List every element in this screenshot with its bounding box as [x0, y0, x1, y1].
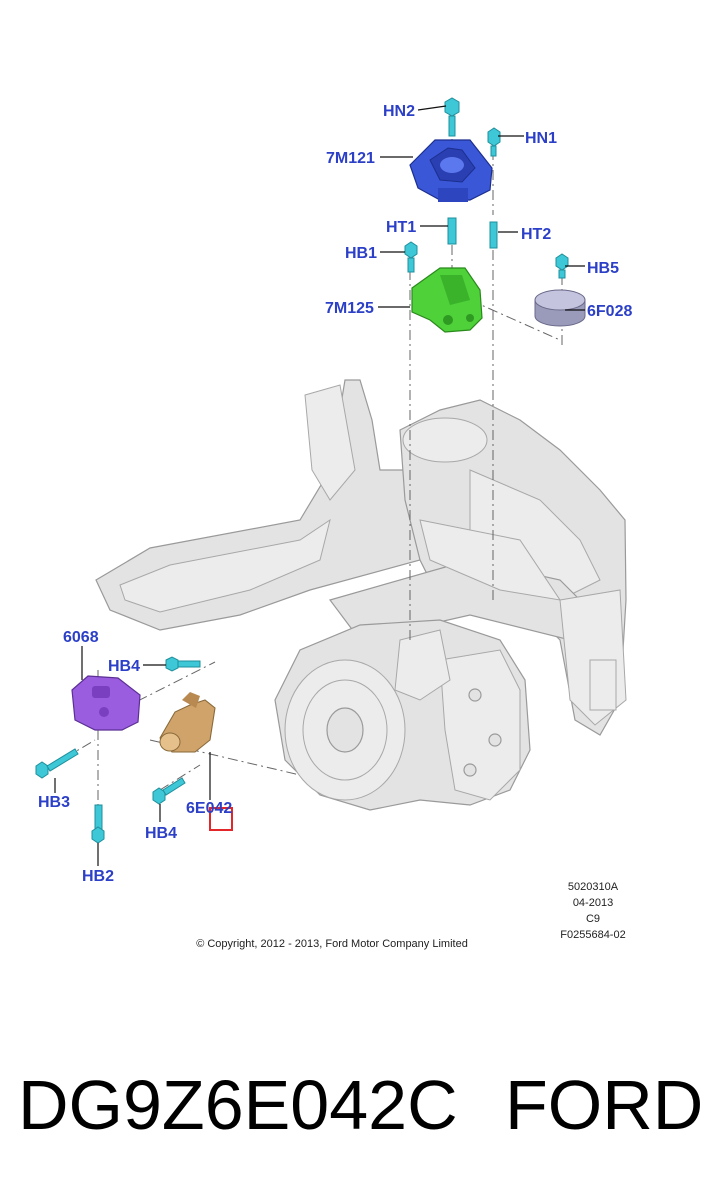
callout-hn2: HN2	[383, 103, 415, 120]
drawing-info-line1: 5020310A	[568, 881, 619, 893]
bolt-hb2-icon	[91, 804, 105, 844]
callout-7m121: 7M121	[326, 150, 375, 167]
callout-6068: 6068	[63, 629, 99, 646]
vehicle-body-structure	[95, 379, 627, 736]
bolt-ht1-icon	[447, 217, 457, 245]
callout-hb2: HB2	[82, 868, 114, 885]
callout-6f028: 6F028	[587, 303, 632, 320]
callout-6e042: 6E042	[186, 800, 232, 817]
bolt-hn1-icon	[487, 127, 501, 157]
lower-mount-6068	[71, 675, 141, 731]
transmission-assembly	[274, 619, 531, 811]
bolt-hb4-bottom-icon	[152, 777, 186, 805]
bolt-hb4-top-icon	[165, 656, 201, 672]
leader-lines	[54, 105, 585, 866]
cap-6f028	[534, 289, 586, 327]
bolt-hb3-icon	[35, 748, 79, 779]
callout-hn1: HN1	[525, 130, 557, 147]
highlight-box	[209, 807, 233, 831]
exploded-parts-diagram: HN2 HN1 7M121 HT1 HT2 HB1 HB5 7M125 6F02…	[35, 97, 632, 950]
bolt-hn2-icon	[444, 97, 460, 137]
bracket-6e042	[159, 692, 216, 753]
callout-hb4-top: HB4	[108, 658, 140, 675]
brand-name: FORD	[505, 1066, 704, 1144]
copyright-text: © Copyright, 2012 - 2013, Ford Motor Com…	[196, 938, 468, 950]
part-number: DG9Z6E042C	[18, 1066, 458, 1144]
bracket-7m125	[411, 267, 483, 333]
callout-7m125: 7M125	[325, 300, 374, 317]
callout-hb3: HB3	[38, 794, 70, 811]
drawing-info-line2: 04-2013	[573, 897, 613, 909]
drawing-info-line4: F0255684-02	[560, 929, 625, 941]
callout-hb1: HB1	[345, 245, 377, 262]
drawing-info-line3: C9	[586, 913, 600, 925]
bolt-hb1-icon	[404, 241, 418, 273]
callout-hb4-bottom: HB4	[145, 825, 177, 842]
callout-ht2: HT2	[521, 226, 551, 243]
upper-mount-7m121	[409, 139, 493, 202]
callout-ht1: HT1	[386, 219, 416, 236]
bolt-ht2-icon	[489, 221, 498, 249]
callout-hb5: HB5	[587, 260, 619, 277]
